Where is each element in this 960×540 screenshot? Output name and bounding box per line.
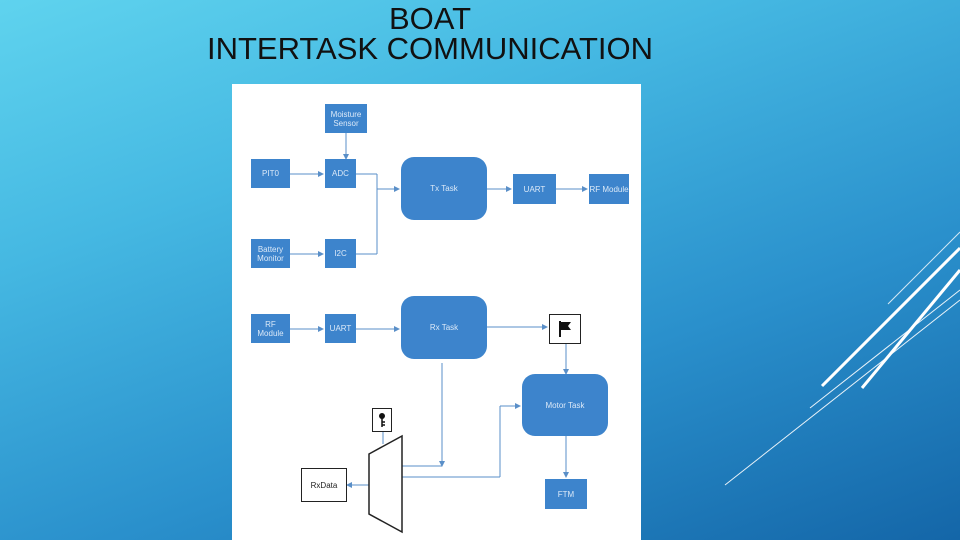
- pit0-block: PIT0: [251, 159, 290, 188]
- ftm-block: FTM: [545, 479, 587, 509]
- motor-task-block: Motor Task: [522, 374, 608, 436]
- uart-rx-block: UART: [325, 314, 356, 343]
- rf-module-tx-block: RF Module: [589, 174, 629, 204]
- title-line-1: BOAT: [388, 1, 472, 36]
- rx-task-block: Rx Task: [401, 296, 487, 359]
- rf-module-rx-block: RF Module: [251, 314, 290, 343]
- tx-task-block: Tx Task: [401, 157, 487, 220]
- slide-title: BOAT INTERTASK COMMUNICATION: [0, 0, 860, 64]
- key-block: [372, 408, 392, 432]
- uart-tx-block: UART: [513, 174, 556, 204]
- moisture-sensor-block: Moisture Sensor: [325, 104, 367, 133]
- rx-data-block: RxData: [301, 468, 347, 502]
- flag-block: [549, 314, 581, 344]
- connector-lines: [290, 133, 588, 534]
- diagram-panel: Moisture Sensor PIT0 ADC Tx Task UART RF…: [232, 84, 641, 540]
- adc-block: ADC: [325, 159, 356, 188]
- flag-icon: [559, 321, 571, 337]
- title-line-2: INTERTASK COMMUNICATION: [206, 31, 654, 66]
- battery-monitor-block: Battery Monitor: [251, 239, 290, 268]
- i2c-block: I2C: [325, 239, 356, 268]
- key-icon: [379, 413, 385, 427]
- multiplexer-shape: [368, 434, 403, 534]
